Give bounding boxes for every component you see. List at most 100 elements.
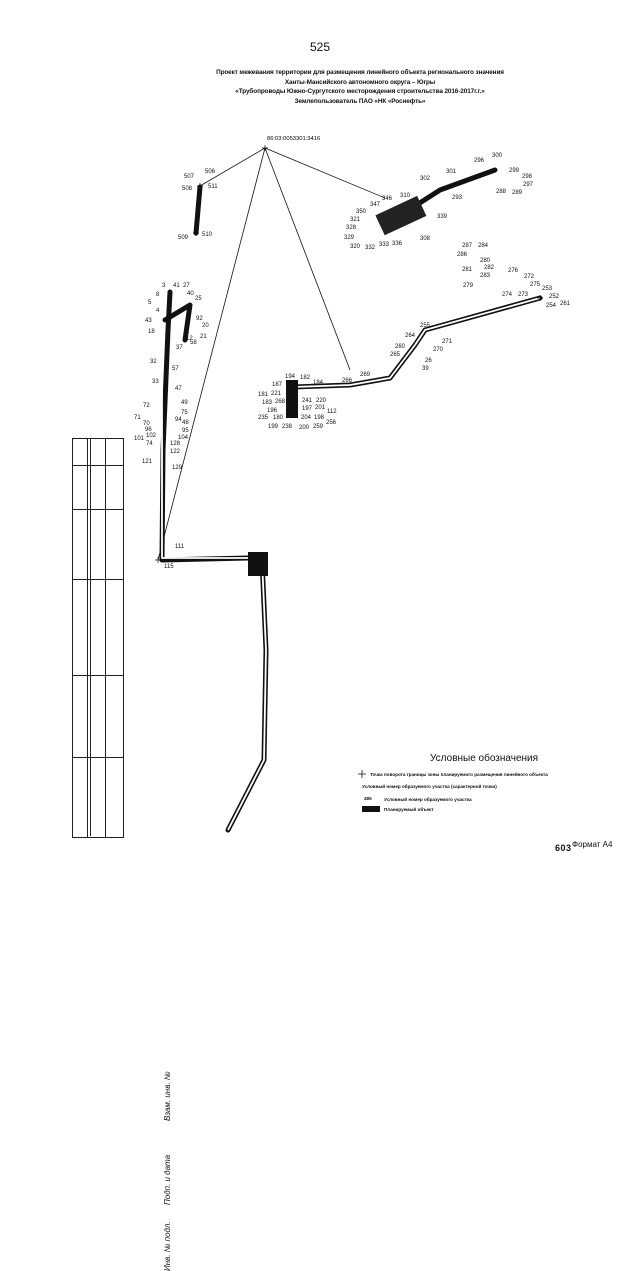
svg-text:296: 296	[474, 158, 485, 164]
svg-text:181: 181	[258, 392, 269, 398]
side-stamp-table: Взам. инв. № Подп. и дата Инв. № подл.	[72, 438, 172, 1271]
svg-text:18: 18	[148, 329, 155, 335]
svg-text:253: 253	[542, 286, 553, 292]
svg-text:302: 302	[420, 176, 431, 182]
svg-text:287: 287	[462, 243, 473, 249]
svg-text:43: 43	[145, 318, 152, 324]
svg-text:49: 49	[181, 400, 188, 406]
legend-item-planned-object: Планируемый объект	[384, 807, 434, 812]
stamp-label-inv-orig: Инв. № подл.	[163, 1221, 172, 1271]
planned-site-block-3	[375, 195, 427, 236]
svg-text:511: 511	[208, 184, 218, 190]
legend-item-plot-number: Условный номер образуемого участка	[384, 797, 472, 802]
svg-text:333: 333	[379, 242, 390, 248]
svg-text:197: 197	[302, 406, 313, 412]
svg-text:301: 301	[446, 169, 457, 175]
svg-text:268: 268	[275, 399, 286, 405]
svg-text:264: 264	[405, 333, 416, 339]
svg-text:310: 310	[400, 193, 411, 199]
svg-text:58: 58	[190, 340, 197, 346]
svg-text:297: 297	[523, 182, 534, 188]
svg-text:270: 270	[433, 347, 444, 353]
svg-text:95: 95	[182, 428, 189, 434]
svg-text:321: 321	[350, 217, 361, 223]
legend-item-turning-point: Точка поворота границы зоны планируемого…	[370, 772, 548, 777]
planned-object-legend-swatch	[362, 806, 380, 812]
svg-text:33: 33	[152, 379, 159, 385]
stamp-label-replace-inv: Взам. инв. №	[163, 1071, 172, 1121]
turning-point-markers	[155, 145, 543, 563]
svg-text:266: 266	[342, 378, 353, 384]
point-labels: 507 506 508 511 509 510 300 296 299 298 …	[134, 153, 571, 570]
svg-text:221: 221	[271, 391, 282, 397]
svg-text:96: 96	[145, 427, 152, 433]
svg-text:194: 194	[285, 374, 296, 380]
svg-text:184: 184	[313, 380, 324, 386]
svg-text:238: 238	[282, 424, 293, 430]
svg-text:265: 265	[390, 352, 401, 358]
svg-text:252: 252	[549, 294, 560, 300]
svg-text:180: 180	[273, 415, 284, 421]
header-line-4: Землепользователь ПАО «НК «Роснефть»	[294, 97, 426, 105]
svg-text:111: 111	[175, 544, 185, 550]
svg-text:182: 182	[300, 375, 311, 381]
svg-text:272: 272	[524, 274, 535, 280]
svg-text:283: 283	[480, 273, 491, 279]
svg-text:281: 281	[462, 267, 473, 273]
svg-text:308: 308	[420, 236, 431, 242]
page-number: 525	[309, 40, 331, 54]
svg-text:27: 27	[183, 283, 190, 289]
sheet-number: 603	[555, 843, 572, 853]
svg-text:201: 201	[315, 405, 326, 411]
svg-text:284: 284	[478, 243, 489, 249]
legend-title: Условные обозначения	[430, 753, 539, 764]
svg-text:21: 21	[200, 334, 207, 340]
svg-text:47: 47	[175, 386, 182, 392]
svg-text:101: 101	[134, 436, 145, 442]
stamp-label-signature-date: Подп. и дата	[163, 1154, 172, 1205]
svg-text:37: 37	[176, 345, 183, 351]
svg-text:280: 280	[480, 258, 491, 264]
svg-text:220: 220	[316, 398, 327, 404]
svg-text:94: 94	[175, 417, 182, 423]
svg-text:70: 70	[143, 421, 150, 427]
svg-text:320: 320	[350, 244, 361, 250]
svg-text:235: 235	[258, 415, 269, 421]
svg-text:102: 102	[146, 433, 157, 439]
svg-text:506: 506	[205, 169, 216, 175]
svg-text:269: 269	[360, 372, 371, 378]
svg-text:332: 332	[365, 245, 376, 251]
legend-sample-number: 485	[364, 796, 372, 801]
svg-text:183: 183	[262, 400, 273, 406]
svg-text:75: 75	[181, 410, 188, 416]
svg-text:187: 187	[272, 382, 283, 388]
svg-text:282: 282	[484, 265, 495, 271]
svg-text:261: 261	[560, 301, 571, 307]
svg-text:350: 350	[356, 209, 367, 215]
header-line-2: Ханты-Мансийского автономного округа – Ю…	[284, 78, 436, 86]
svg-text:92: 92	[196, 316, 203, 322]
svg-text:336: 336	[392, 241, 403, 247]
svg-text:129: 129	[172, 465, 183, 471]
header-line-1: Проект межевания территории для размещен…	[216, 69, 504, 76]
svg-text:256: 256	[326, 420, 337, 426]
svg-text:12: 12	[186, 336, 193, 342]
svg-text:122: 122	[170, 449, 181, 455]
svg-text:74: 74	[146, 441, 153, 447]
svg-text:328: 328	[346, 225, 357, 231]
svg-text:271: 271	[442, 339, 453, 345]
planned-site-block-2	[286, 380, 298, 418]
svg-text:121: 121	[142, 459, 153, 465]
svg-text:3: 3	[162, 283, 166, 289]
svg-text:286: 286	[457, 252, 468, 258]
boundary-map: 86:03:0053301:3416 507 506 508 511 509 5…	[134, 136, 571, 833]
svg-text:299: 299	[509, 168, 520, 174]
planned-site-block	[248, 552, 268, 576]
svg-text:293: 293	[452, 195, 463, 201]
svg-text:276: 276	[508, 268, 519, 274]
svg-text:71: 71	[134, 415, 141, 421]
svg-text:40: 40	[187, 291, 194, 297]
svg-text:48: 48	[182, 420, 189, 426]
header-line-3: «Трубопроводы Южно-Сургутского месторожд…	[235, 88, 485, 96]
svg-text:26: 26	[425, 358, 432, 364]
